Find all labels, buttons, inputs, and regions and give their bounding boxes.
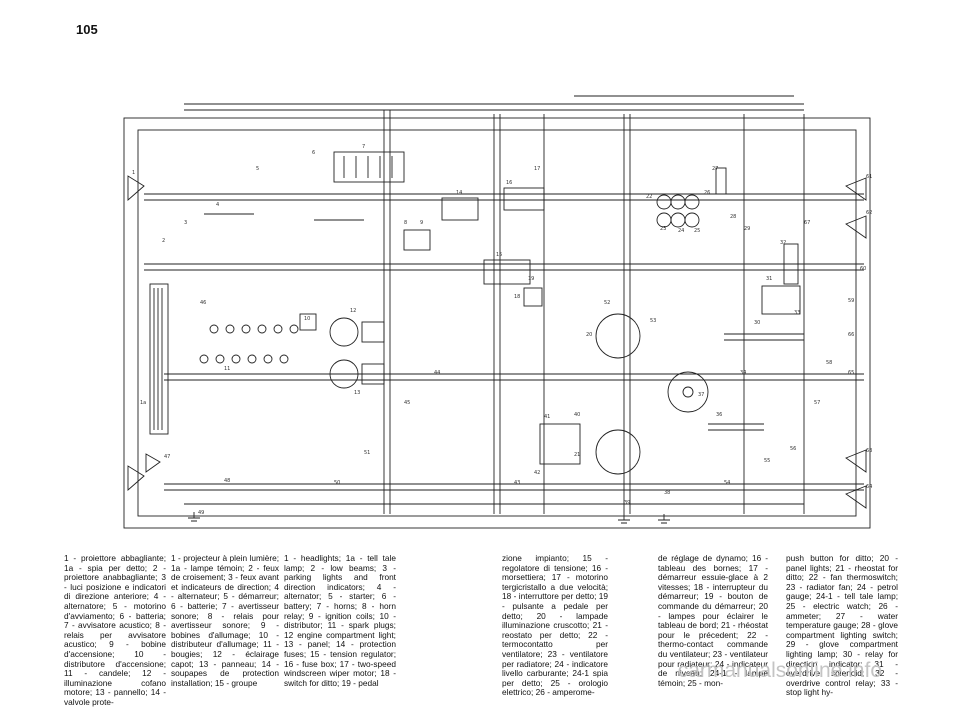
component-label: 24: [678, 228, 684, 234]
component-label: 18: [514, 294, 520, 300]
component-label: 8: [404, 220, 407, 226]
component-label: 27: [712, 166, 718, 172]
component-label: 34: [740, 370, 746, 376]
component-label: 47: [164, 454, 170, 460]
component-label: 63: [866, 448, 872, 454]
component-label: 59: [848, 298, 854, 304]
component-label: 14: [456, 190, 462, 196]
component-label: 67: [804, 220, 810, 226]
component-label: 62: [866, 210, 872, 216]
component-label: 21: [574, 452, 580, 458]
caption-italian-1: 1 - proiettore abbagliante; 1a - spia pe…: [64, 553, 166, 707]
component-label: 58: [826, 360, 832, 366]
component-label: 65: [848, 370, 854, 376]
component-label: 19: [528, 276, 534, 282]
component-label: 2: [162, 238, 165, 244]
component-label: 57: [814, 400, 820, 406]
component-label: 20: [586, 332, 592, 338]
component-label: 48: [224, 478, 230, 484]
component-label: 55: [764, 458, 770, 464]
watermark-text: carmanualsonline.info: [677, 659, 882, 682]
component-label: 17: [534, 166, 540, 172]
component-label: 54: [724, 480, 730, 486]
component-label: 22: [646, 194, 652, 200]
component-label: 13: [354, 390, 360, 396]
component-label: 33: [794, 310, 800, 316]
component-label: 42: [534, 470, 540, 476]
component-label: 15: [496, 252, 502, 258]
component-label: 51: [364, 450, 370, 456]
component-label: 1: [132, 170, 135, 176]
caption-english-2: push button for ditto; 20 - panel lights…: [786, 553, 898, 698]
component-label: 32: [780, 240, 786, 246]
component-label: 56: [790, 446, 796, 452]
component-label: 3: [184, 220, 187, 226]
component-label: 49: [198, 510, 204, 516]
component-label: 37: [698, 392, 704, 398]
caption-french-2: de réglage de dynamo; 16 - tableau des b…: [658, 553, 768, 688]
component-label: 7: [362, 144, 365, 150]
component-label: 31: [766, 276, 772, 282]
component-label: 45: [404, 400, 410, 406]
component-label: 41: [544, 414, 550, 420]
component-label: 28: [730, 214, 736, 220]
component-label: 36: [716, 412, 722, 418]
component-label: 23: [660, 226, 666, 232]
component-label: 30: [754, 320, 760, 326]
component-label: 52: [604, 300, 610, 306]
component-label: 11: [224, 366, 230, 372]
component-label: 46: [200, 300, 206, 306]
component-label: 29: [744, 226, 750, 232]
component-label: 44: [434, 370, 440, 376]
caption-english-1: 1 - headlights; 1a - tell tale lamp; 2 -…: [284, 553, 396, 688]
component-label: 9: [420, 220, 423, 226]
component-label: 12: [350, 308, 356, 314]
component-label: 25: [694, 228, 700, 234]
caption-french-1: 1 - projecteur à plein lumière; 1a - lam…: [171, 553, 279, 688]
component-label: 10: [304, 316, 310, 322]
page-number: 105: [76, 22, 98, 37]
component-label: 60: [860, 266, 866, 272]
component-label: 50: [334, 480, 340, 486]
component-label: 1a: [140, 400, 146, 406]
component-label: 5: [256, 166, 259, 172]
component-label: 6: [312, 150, 315, 156]
component-label: 43: [514, 480, 520, 486]
component-label: 4: [216, 202, 219, 208]
component-label: 38: [664, 490, 670, 496]
component-label: 61: [866, 174, 872, 180]
component-label: 26: [704, 190, 710, 196]
component-label: 16: [506, 180, 512, 186]
component-label: 53: [650, 318, 656, 324]
component-label: 40: [574, 412, 580, 418]
caption-italian-2: zione impianto; 15 - regolatore di tensi…: [502, 553, 608, 698]
component-label: 64: [866, 484, 872, 490]
component-label: 39: [624, 500, 630, 506]
component-label: 66: [848, 332, 854, 338]
